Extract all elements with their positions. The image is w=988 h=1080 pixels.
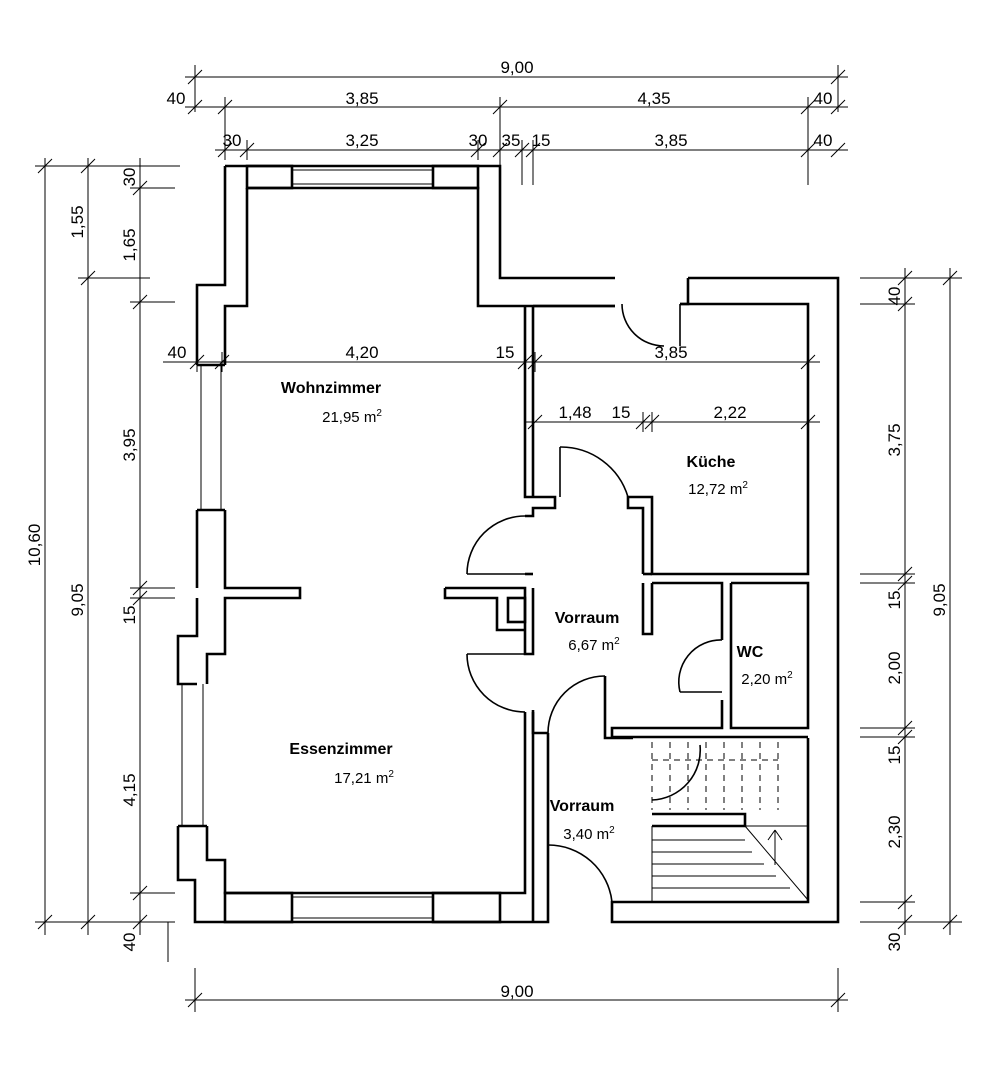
dim-left-inner-5: 4,15 [120, 773, 139, 806]
dim-left-mid-1: 1,55 [68, 205, 87, 238]
dim-right-inner-3: 15 [885, 591, 904, 610]
dim-right-inner-2: 3,75 [885, 423, 904, 456]
dim-interior-2: 4,20 [345, 343, 378, 362]
dim-left-outer: 10,60 [25, 524, 44, 567]
dim-right-inner-7: 30 [885, 933, 904, 952]
room-name-kueche: Küche [687, 454, 736, 471]
dim-right-outer: 9,05 [930, 583, 949, 616]
dim-left-inner-6: 40 [120, 933, 139, 952]
dim-top-row2-2: 3,85 [345, 89, 378, 108]
dim-top-row3-2: 3,25 [345, 131, 378, 150]
dimension-labels: 9,00 40 3,85 4,35 40 30 3,25 30 35 15 3,… [25, 58, 949, 1001]
dim-top-row3-3: 30 [469, 131, 488, 150]
dim-kitchen-2: 15 [612, 403, 631, 422]
dimension-lines [35, 65, 962, 1012]
dim-top-row2-1: 40 [167, 89, 186, 108]
room-name-vorraum-2: Vorraum [550, 798, 615, 815]
room-area-kueche: 12,72 m2 [688, 480, 748, 498]
dim-top-total: 9,00 [500, 58, 533, 77]
dim-interior-4: 3,85 [654, 343, 687, 362]
dim-right-inner-6: 2,30 [885, 815, 904, 848]
room-name-wohnzimmer: Wohnzimmer [281, 380, 381, 397]
room-area-wc: 2,20 m2 [741, 670, 793, 688]
dim-right-inner-4: 2,00 [885, 651, 904, 684]
dim-top-row3-7: 40 [814, 131, 833, 150]
dim-top-row3-4: 35 [502, 131, 521, 150]
room-name-vorraum-1: Vorraum [555, 610, 620, 627]
dim-kitchen-3: 2,22 [713, 403, 746, 422]
dim-top-row3-1: 30 [223, 131, 242, 150]
dim-left-mid-2: 9,05 [68, 583, 87, 616]
dim-top-row2-3: 4,35 [637, 89, 670, 108]
dim-left-inner-3: 3,95 [120, 428, 139, 461]
room-area-wohnzimmer: 21,95 m2 [322, 408, 382, 426]
dim-left-inner-1: 30 [120, 168, 139, 187]
doors [466, 303, 723, 903]
room-name-essenzimmer: Essenzimmer [289, 741, 392, 758]
dim-top-row3-5: 15 [532, 131, 551, 150]
dim-kitchen-1: 1,48 [558, 403, 591, 422]
dim-right-inner-1: 40 [885, 287, 904, 306]
walls [176, 164, 840, 924]
dim-interior-3: 15 [496, 343, 515, 362]
dim-right-inner-5: 15 [885, 746, 904, 765]
dim-left-inner-2: 1,65 [120, 228, 139, 261]
dim-top-row2-4: 40 [814, 89, 833, 108]
room-labels: Wohnzimmer 21,95 m2 Küche 12,72 m2 Vorra… [281, 380, 793, 843]
dim-top-row3-6: 3,85 [654, 131, 687, 150]
room-area-vorraum-2: 3,40 m2 [563, 825, 615, 843]
dim-left-inner-4: 15 [120, 606, 139, 625]
dim-bottom-total: 9,00 [500, 982, 533, 1001]
staircase [651, 742, 809, 902]
dim-interior-1: 40 [168, 343, 187, 362]
room-area-vorraum-1: 6,67 m2 [568, 636, 620, 654]
room-area-essenzimmer: 17,21 m2 [334, 769, 394, 787]
room-name-wc: WC [737, 644, 764, 661]
